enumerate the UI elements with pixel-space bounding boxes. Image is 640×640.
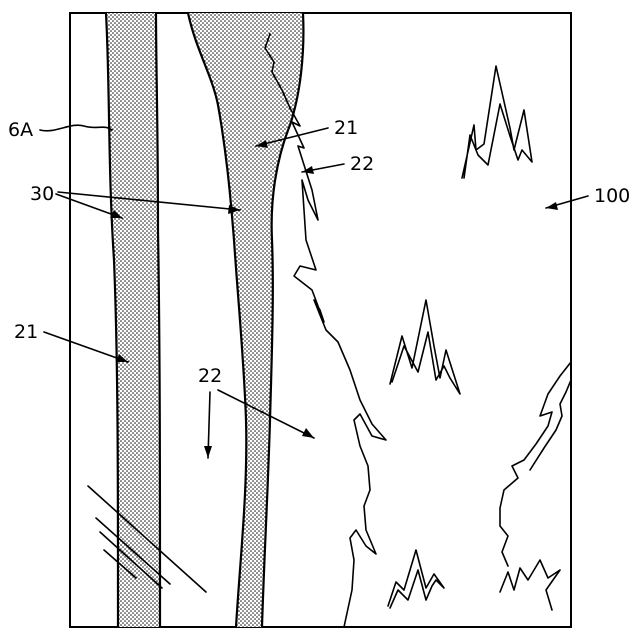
- label-22-mid: 22: [198, 365, 222, 387]
- label-30: 30: [30, 183, 54, 205]
- label-22-top: 22: [350, 153, 374, 175]
- label-21-top: 21: [334, 117, 358, 139]
- label-100: 100: [594, 185, 630, 207]
- label-21-left: 21: [14, 321, 38, 343]
- label-6A: 6A: [8, 119, 33, 141]
